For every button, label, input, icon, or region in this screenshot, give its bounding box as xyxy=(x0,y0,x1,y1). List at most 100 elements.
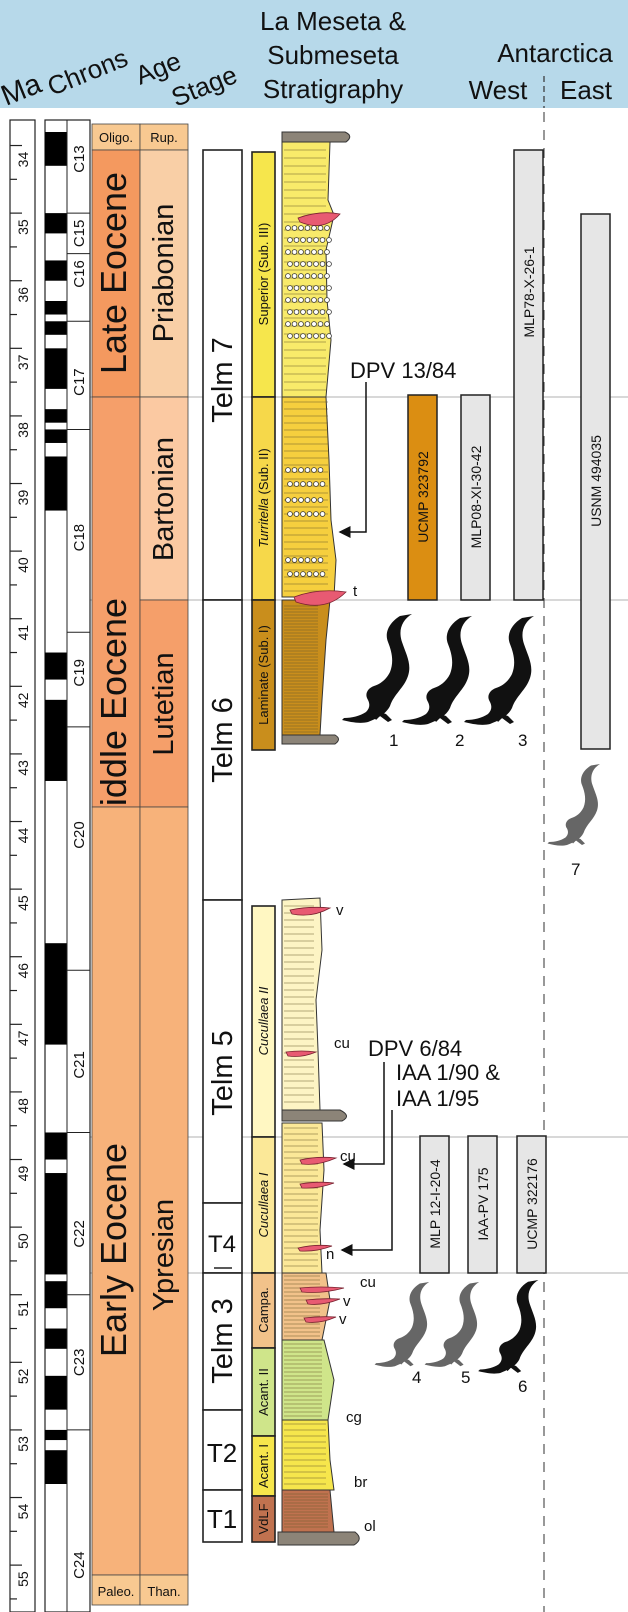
marker-cg: cg xyxy=(346,1409,362,1426)
bird-2: 2 xyxy=(402,616,472,750)
label-dpv6: DPV 6/84 xyxy=(368,1036,462,1061)
telm7-box xyxy=(202,149,243,601)
concretion xyxy=(304,225,311,231)
age-middle-eocene-cell xyxy=(91,396,141,808)
chron-normal-interval xyxy=(45,321,67,335)
ma-tick-label: 54 xyxy=(15,1504,31,1520)
telm7-label: Telm 7 xyxy=(207,337,239,422)
bird-6: 6 xyxy=(478,1280,539,1396)
concretion xyxy=(300,571,306,577)
concretion xyxy=(287,237,293,243)
label-iaa-line1: IAA 1/90 & xyxy=(396,1060,500,1085)
bird-6-number: 6 xyxy=(518,1377,527,1396)
sub-acant1-label: Acant. I xyxy=(256,1444,271,1488)
concretion xyxy=(298,497,304,503)
concretion xyxy=(311,225,317,231)
concretion xyxy=(293,237,300,243)
bar-ucmp323792-label: UCMP 323792 xyxy=(415,451,431,543)
chron-normal-interval xyxy=(45,1429,67,1441)
fossil-lens-v2 xyxy=(305,1298,341,1305)
fossil-lens-cu2 xyxy=(299,1156,338,1165)
concretion xyxy=(304,249,311,255)
concretion xyxy=(326,333,332,339)
concretion xyxy=(306,309,313,315)
bird-7-number: 7 xyxy=(571,860,580,879)
ma-tick-label: 49 xyxy=(15,1166,31,1182)
concretion xyxy=(324,297,330,303)
concretion xyxy=(291,225,298,231)
concretion xyxy=(293,261,300,267)
concretion xyxy=(300,481,306,487)
ma-tick-label: 52 xyxy=(15,1368,31,1384)
bird-3-number: 3 xyxy=(518,731,527,750)
concretion xyxy=(326,237,332,243)
concretion xyxy=(311,297,317,303)
chron-normal-interval xyxy=(45,699,67,781)
bird-2-number: 2 xyxy=(455,731,464,750)
concretion xyxy=(317,225,324,231)
telm-column xyxy=(202,149,243,1543)
concretion xyxy=(304,321,311,327)
bar-usnm-label: USNM 494035 xyxy=(588,435,604,527)
chron-normal-interval xyxy=(45,132,67,166)
header-band xyxy=(0,0,628,108)
litho-top-cap xyxy=(281,131,351,143)
ma-tick-label: 43 xyxy=(15,760,31,776)
concretion xyxy=(291,497,298,503)
concretion xyxy=(287,511,293,517)
concretion xyxy=(317,497,324,503)
marker-n: n xyxy=(326,1246,334,1263)
fossil-lens-c1b xyxy=(299,1181,335,1189)
chron-normal-interval xyxy=(45,943,67,1045)
marker-v3: v xyxy=(339,1311,347,1328)
concretion xyxy=(311,273,317,279)
chron-label: C13 xyxy=(71,145,88,173)
chron-label: C17 xyxy=(71,368,88,396)
concretion xyxy=(298,225,304,231)
concretion xyxy=(293,309,300,315)
sub-cucullaea2-label: Cucullaea II xyxy=(256,986,271,1055)
t1-label: T1 xyxy=(207,1504,237,1534)
concretion xyxy=(285,225,291,231)
telm6-label: Telm 6 xyxy=(207,697,239,782)
sub-cucullaea1-label: Cucullaea I xyxy=(256,1172,271,1237)
concretion xyxy=(291,557,298,563)
submember-column xyxy=(251,151,276,1543)
stage-than-cell xyxy=(139,1574,189,1606)
ma-tick-label: 51 xyxy=(15,1301,31,1317)
bird-5-number: 5 xyxy=(461,1368,470,1387)
arrow-iaa xyxy=(340,1110,393,1256)
bird-4-number: 4 xyxy=(412,1368,421,1387)
sub-vdlf-box xyxy=(251,1495,276,1543)
ma-tick-label: 42 xyxy=(15,692,31,708)
age-middle-eocene-label: Middle Eocene xyxy=(93,598,134,836)
chron-normal-interval xyxy=(45,1375,67,1410)
bird-7: 7 xyxy=(547,764,600,879)
concretion xyxy=(293,511,300,517)
concretion xyxy=(313,511,319,517)
sub-laminate-label: Laminate (Sub. I) xyxy=(256,625,271,725)
concretion xyxy=(306,285,313,291)
concretion xyxy=(285,249,291,255)
litho-cucullaea2-cap xyxy=(281,1109,347,1122)
concretion xyxy=(306,571,313,577)
concretion xyxy=(291,273,298,279)
concretion xyxy=(313,285,319,291)
concretion xyxy=(326,261,332,267)
concretion xyxy=(317,297,324,303)
age-late-eocene-label: Late Eocene xyxy=(93,172,134,374)
marker-ol: ol xyxy=(364,1518,376,1535)
telm5-label: Telm 5 xyxy=(207,1030,239,1115)
chron-normal-interval xyxy=(45,1328,67,1349)
concretion xyxy=(285,467,291,473)
fossil-horizons xyxy=(285,212,347,1323)
ma-tick-label: 37 xyxy=(15,354,31,370)
concretion xyxy=(324,249,330,255)
bird-3: 3 xyxy=(464,616,534,750)
concretion xyxy=(306,511,313,517)
concretion xyxy=(317,273,324,279)
concretion xyxy=(326,285,332,291)
bar-mlp12 xyxy=(419,1135,450,1274)
chron-normal-interval xyxy=(45,652,67,680)
concretion xyxy=(298,557,304,563)
